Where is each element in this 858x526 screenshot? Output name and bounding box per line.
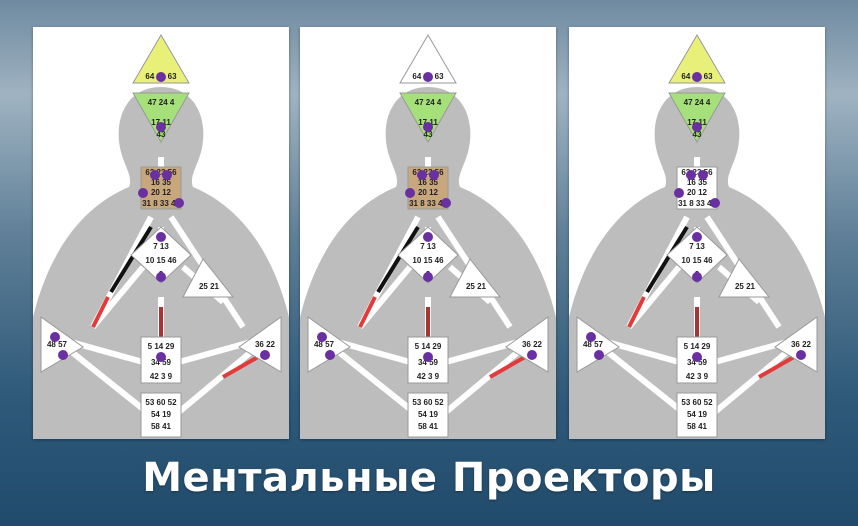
activation-dot <box>796 350 806 360</box>
throat-gates-3: 20 12 <box>418 188 439 197</box>
solar-plexus-gates: 36 22 <box>522 340 543 349</box>
activation-dot <box>586 332 596 342</box>
root-gates-1: 53 60 52 <box>412 398 444 407</box>
activation-dot <box>692 72 702 82</box>
activation-dot <box>698 170 708 180</box>
root-gates-1: 53 60 52 <box>145 398 177 407</box>
root-gates-2: 54 19 <box>687 410 708 419</box>
activation-dot <box>686 170 696 180</box>
g-gates-2: 7 13 <box>153 242 169 251</box>
sacral-gates-1: 5 14 29 <box>684 342 711 351</box>
activation-dot <box>429 170 439 180</box>
activation-dot <box>156 272 166 282</box>
root-gates-3: 58 41 <box>687 422 708 431</box>
activation-dot <box>150 170 160 180</box>
activation-dot <box>423 232 433 242</box>
activation-dot <box>260 350 270 360</box>
activation-dot <box>50 332 60 342</box>
ego-gates: 25 21 <box>199 282 220 291</box>
activation-dot <box>594 350 604 360</box>
activation-dot <box>325 350 335 360</box>
root-gates-2: 54 19 <box>418 410 439 419</box>
activation-dot <box>405 188 415 198</box>
root-gates-2: 54 19 <box>151 410 172 419</box>
bodygraph-svg: 64 61 6347 24 417 114362 23 5616 3520 12… <box>569 27 825 439</box>
g-gates-2: 7 13 <box>420 242 436 251</box>
activation-dot <box>423 72 433 82</box>
activation-dot <box>692 122 702 132</box>
sacral-gates-3: 42 3 9 <box>417 372 440 381</box>
ajna-gates: 47 24 4 <box>415 98 442 107</box>
activation-dot <box>674 188 684 198</box>
g-gates-2: 7 13 <box>689 242 705 251</box>
sacral-gates-3: 42 3 9 <box>150 372 173 381</box>
activation-dot <box>317 332 327 342</box>
sacral-gates-3: 42 3 9 <box>686 372 709 381</box>
ego-gates: 25 21 <box>466 282 487 291</box>
solar-plexus-gates: 36 22 <box>255 340 276 349</box>
root-gates-3: 58 41 <box>151 422 172 431</box>
ajna-gates: 47 24 4 <box>148 98 175 107</box>
caption-title: Ментальные Проекторы <box>0 455 858 501</box>
activation-dot <box>162 170 172 180</box>
root-gates-1: 53 60 52 <box>681 398 713 407</box>
activation-dot <box>710 198 720 208</box>
activation-dot <box>692 272 702 282</box>
root-gates-3: 58 41 <box>418 422 439 431</box>
activation-dot <box>156 72 166 82</box>
activation-dot <box>423 272 433 282</box>
activation-dot <box>156 122 166 132</box>
g-gates-3: 10 15 46 <box>681 256 713 265</box>
ego-gates: 25 21 <box>735 282 756 291</box>
g-gates-3: 10 15 46 <box>412 256 444 265</box>
sacral-gates-1: 5 14 29 <box>415 342 442 351</box>
throat-gates-3: 20 12 <box>687 188 708 197</box>
activation-dot <box>156 232 166 242</box>
activation-dot <box>692 232 702 242</box>
activation-dot <box>156 352 166 362</box>
activation-dot <box>692 352 702 362</box>
activation-dot <box>441 198 451 208</box>
activation-dot <box>527 350 537 360</box>
activation-dot <box>417 170 427 180</box>
activation-dot <box>423 352 433 362</box>
ajna-gates: 47 24 4 <box>684 98 711 107</box>
bodygraph-svg: 64 61 6347 24 417 114362 23 5616 3520 12… <box>33 27 289 439</box>
sacral-gates-1: 5 14 29 <box>148 342 175 351</box>
throat-gates-3: 20 12 <box>151 188 172 197</box>
activation-dot <box>423 122 433 132</box>
activation-dot <box>174 198 184 208</box>
solar-plexus-gates: 36 22 <box>791 340 812 349</box>
activation-dot <box>58 350 68 360</box>
g-gates-3: 10 15 46 <box>145 256 177 265</box>
activation-dot <box>138 188 148 198</box>
